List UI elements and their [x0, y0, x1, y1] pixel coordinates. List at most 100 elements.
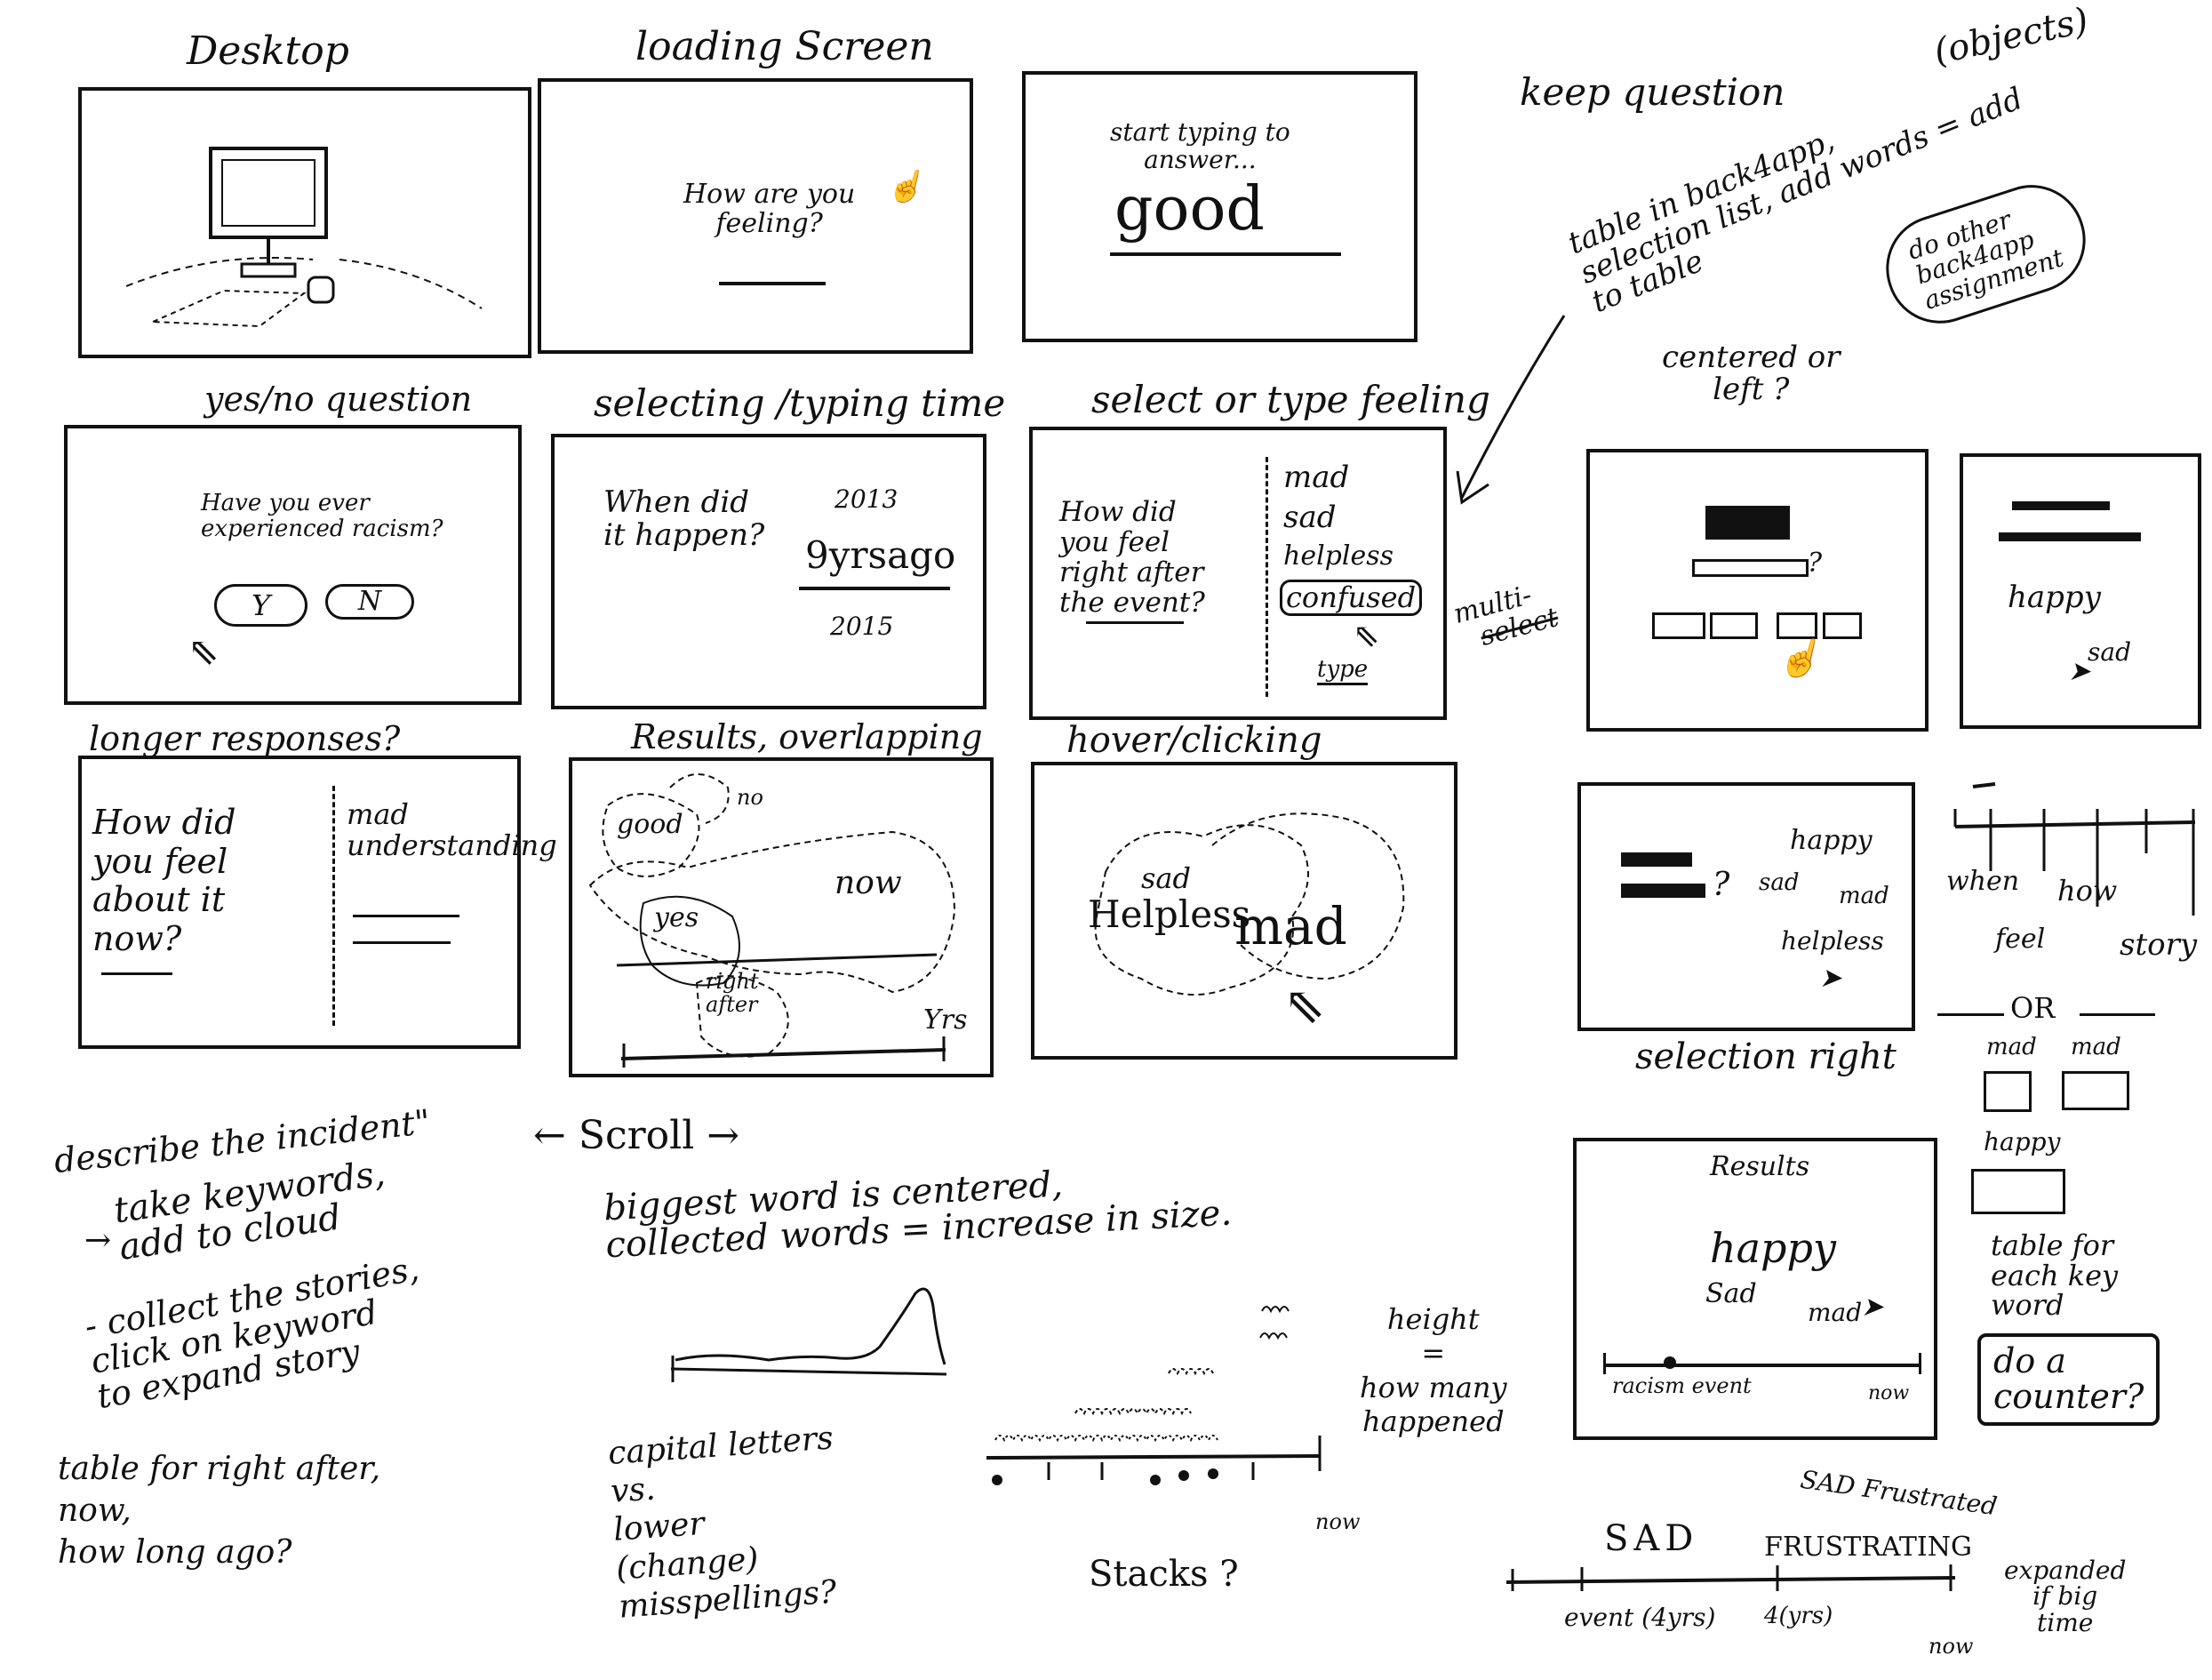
- note-counter: do a counter?: [1977, 1333, 2160, 1426]
- results-title: Results: [1710, 1151, 1810, 1182]
- stacks-sketch: [986, 1306, 1322, 1485]
- hover-word-mad[interactable]: mad: [1234, 896, 1347, 956]
- hover-word-helpless[interactable]: Helpless: [1088, 892, 1251, 936]
- loading-question: How are you feeling?: [683, 179, 856, 239]
- overlap-word-no[interactable]: no: [737, 785, 763, 810]
- results-axis-left: racism event: [1612, 1373, 1752, 1398]
- stacks-axis-now: now: [1315, 1509, 1361, 1534]
- frame-centered-option: ? ☝: [1586, 449, 1929, 732]
- time-option-selected[interactable]: 9yrsago: [805, 533, 956, 577]
- label-four-yrs: 4(yrs): [1764, 1603, 1833, 1629]
- arrow-icon: →: [84, 1222, 112, 1259]
- timeline-when: when: [1946, 866, 2020, 897]
- longer-words: mad understanding: [347, 797, 557, 863]
- title-selecting-time: selecting /typing time: [594, 381, 1006, 425]
- no-button[interactable]: N: [325, 584, 414, 620]
- timeline-how: how: [2057, 874, 2118, 908]
- title-select-type-feeling: select or type feeling: [1091, 378, 1490, 421]
- feel-option-mad[interactable]: mad: [1283, 460, 1350, 495]
- note-scroll: ← Scroll →: [533, 1113, 740, 1158]
- time-option-bottom[interactable]: 2015: [830, 612, 894, 641]
- frame-results-overlapping: good no yes now right after Yrs: [569, 757, 994, 1077]
- title-longer-responses: longer responses?: [89, 719, 401, 758]
- feel-option-sad[interactable]: sad: [1283, 500, 1337, 535]
- sel-word-sad[interactable]: sad: [1759, 869, 1800, 896]
- note-biggest-word: biggest word is centered, collected word…: [603, 1164, 1234, 1267]
- results-axis-right: now: [1868, 1382, 1910, 1404]
- feel-option-helpless[interactable]: helpless: [1283, 540, 1394, 572]
- sel-word-mad[interactable]: mad: [1839, 883, 1889, 909]
- frame-yes-no: Have you ever experienced racism? Y N ⇖: [64, 425, 522, 705]
- yesno-question: Have you ever experienced racism?: [201, 490, 443, 542]
- timeline-story: story: [2120, 927, 2198, 963]
- overlap-word-yes[interactable]: yes: [654, 902, 699, 933]
- frame-loading-screen: How are you feeling? ☝: [538, 78, 973, 354]
- title-desktop: Desktop: [187, 28, 349, 74]
- question-mark: ?: [1713, 867, 1730, 903]
- note-expanded: expanded if big time: [2004, 1556, 2127, 1637]
- frame-left-option: happy sad ➤: [1960, 453, 2201, 729]
- feel-type-field[interactable]: type: [1317, 657, 1369, 685]
- start-typing-prompt: start typing to answer...: [1110, 117, 1290, 174]
- label-frustrating-big: FRUSTRATING: [1764, 1532, 1972, 1563]
- right-option-happy[interactable]: happy: [2008, 580, 2101, 615]
- cursor-icon: ➤: [1819, 963, 1842, 994]
- frame-selection-right: ? happy sad mad helpless ➤: [1577, 782, 1915, 1031]
- note-table-right-after: table for right after, now, how long ago…: [58, 1451, 381, 1571]
- note-sad-frustrated-small: SAD Frustrated: [1798, 1464, 2000, 1522]
- typed-answer: good: [1114, 174, 1265, 244]
- timeline-feel: feel: [1995, 924, 2046, 955]
- label-sad-big: SAD: [1604, 1518, 1699, 1559]
- cursor-icon: ⇖: [1283, 977, 1325, 1035]
- frame-hover-clicking: sad Helpless mad ⇖: [1031, 762, 1457, 1060]
- right-option-sad[interactable]: sad: [2088, 637, 2131, 667]
- hover-word-sad[interactable]: sad: [1141, 861, 1191, 895]
- label-now: now: [1929, 1634, 1974, 1659]
- note-do-other: do other back4app assignment: [1872, 171, 2100, 338]
- results-word-sad[interactable]: Sad: [1705, 1278, 1757, 1309]
- note-stacks: Stacks ?: [1089, 1554, 1239, 1595]
- overlap-word-now[interactable]: now: [834, 865, 902, 901]
- sel-word-helpless[interactable]: helpless: [1781, 926, 1884, 956]
- bottom-timeline: [1505, 1564, 1956, 1591]
- overlap-word-right-after[interactable]: right after: [706, 969, 759, 1018]
- question-mark: ?: [1808, 548, 1823, 579]
- frame-select-feeling: How did you feel right after the event? …: [1029, 427, 1447, 720]
- yes-button[interactable]: Y: [214, 584, 307, 627]
- title-results-overlapping: Results, overlapping: [631, 717, 983, 756]
- title-yes-no: yes/no question: [204, 380, 473, 419]
- note-height: height = how many happened: [1360, 1302, 1507, 1439]
- results-word-mad[interactable]: mad: [1808, 1298, 1863, 1327]
- frame-results: Results happy Sad mad ➤ racism event now: [1573, 1138, 1937, 1440]
- frame-longer-responses: How did you feel about it now? mad under…: [78, 756, 557, 1049]
- title-loading-screen: loading Screen: [635, 24, 934, 69]
- note-collect: - collect the stories, click on keyword …: [81, 1248, 422, 1416]
- note-table-each-keyword: table for each key word: [1991, 1228, 2119, 1323]
- title-centered-or-left: centered or left ?: [1662, 340, 1841, 407]
- or-mad-1: mad: [1986, 1034, 2037, 1060]
- note-keep-question: keep question: [1520, 70, 1785, 114]
- overlap-axis-yrs: Yrs: [923, 1004, 968, 1036]
- results-word-happy[interactable]: happy: [1710, 1224, 1836, 1272]
- frame-start-typing: start typing to answer... good: [1022, 71, 1417, 342]
- feel-option-confused[interactable]: confused: [1280, 580, 1423, 617]
- hover-cloud-sketch: [1094, 812, 1405, 996]
- time-option-top[interactable]: 2013: [834, 484, 898, 514]
- or-mad-2: mad: [2071, 1034, 2121, 1060]
- feel-question: How did you feel right after the event?: [1059, 496, 1205, 620]
- time-question: When did it happen?: [603, 484, 765, 554]
- note-objects: (objects): [1930, 0, 2092, 73]
- note-take-keywords: take keywords, add to cloud: [111, 1153, 388, 1268]
- pointer-icon: ☝: [886, 169, 924, 204]
- note-capital-letters: capital letters vs. lower (change) missp…: [606, 1420, 838, 1626]
- or-label: OR: [2010, 991, 2056, 1025]
- longer-question: How did you feel about it now?: [92, 803, 236, 959]
- overlap-word-good[interactable]: good: [617, 809, 683, 840]
- overlap-cloud-sketch: [588, 773, 956, 1068]
- size-curve-sketch: [670, 1287, 947, 1382]
- label-event: event (4yrs): [1564, 1603, 1716, 1632]
- sel-word-happy[interactable]: happy: [1790, 825, 1873, 856]
- cursor-icon: ⇖: [1353, 618, 1380, 654]
- cursor-icon: ☝: [1777, 638, 1821, 679]
- title-selection-right: selection right: [1635, 1036, 1897, 1077]
